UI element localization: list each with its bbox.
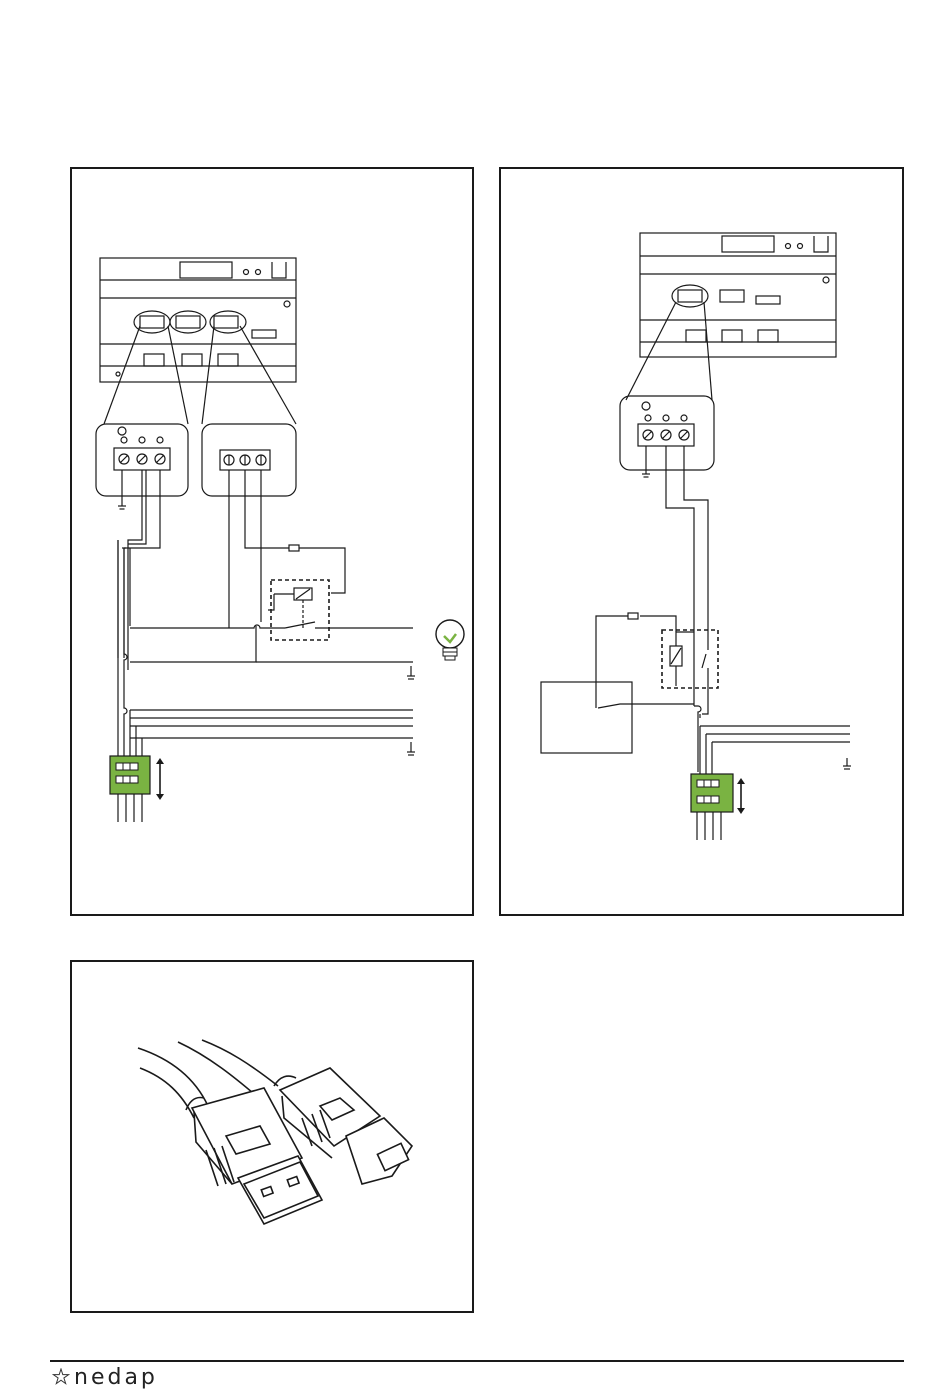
terminal-block-output-left — [202, 424, 296, 496]
footer-divider — [50, 1360, 904, 1362]
star-icon — [52, 1368, 70, 1386]
controller-board-right — [640, 233, 836, 357]
brand-name: nedap — [74, 1365, 158, 1390]
brand-logo: nedap — [52, 1364, 158, 1390]
terminal-block-power-right — [620, 396, 714, 477]
bus-terminal-right — [691, 774, 745, 840]
controller-board-left — [100, 258, 296, 382]
light-bulb-icon — [436, 620, 464, 660]
usb-cable-illustration — [138, 1040, 412, 1224]
